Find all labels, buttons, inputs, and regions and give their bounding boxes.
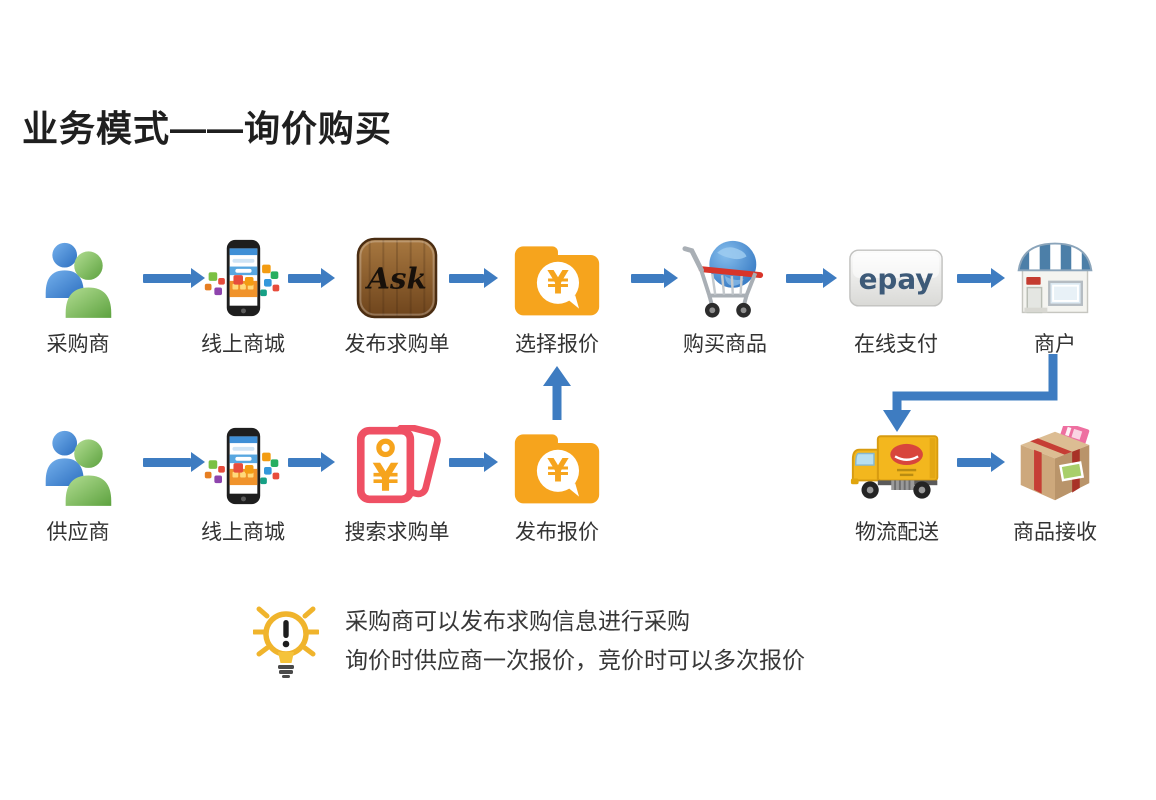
ask-text: Ask <box>364 262 426 296</box>
quote-folder-icon: ¥ <box>511 233 603 323</box>
yen-text: ¥ <box>547 265 569 301</box>
arrow-supplier-to-mall <box>143 452 205 472</box>
arrow-mall-to-ask <box>288 268 335 288</box>
yen-text: ¥ <box>372 456 399 500</box>
phone-mall-icon <box>201 233 285 323</box>
flow-node-post-quote: ¥ 发布报价 <box>487 421 627 546</box>
flow-node-online-mall-1: 线上商城 <box>173 233 313 358</box>
node-label: 发布报价 <box>515 520 599 544</box>
arrow-select-to-buy <box>631 268 678 288</box>
flow-node-select-quote: ¥ 选择报价 <box>487 233 627 358</box>
flow-node-merchant: 商户 <box>985 233 1125 358</box>
node-label: 发布求购单 <box>344 332 450 356</box>
buyers-icon <box>40 233 116 323</box>
delivery-truck-icon <box>849 421 945 511</box>
flow-node-online-pay: epay 在线支付 <box>826 233 966 358</box>
arrow-quote-up <box>543 366 571 420</box>
note-line-2: 询价时供应商一次报价，竞价时可以多次报价 <box>345 647 805 673</box>
flow-node-buyer: 采购商 <box>8 233 148 358</box>
node-label: 购买商品 <box>683 332 767 356</box>
ask-app-icon: Ask <box>356 233 438 323</box>
flow-node-buy-goods: 购买商品 <box>655 233 795 358</box>
flow-node-supplier: 供应商 <box>8 421 148 546</box>
node-label: 采购商 <box>46 332 110 356</box>
cart-globe-icon <box>682 233 768 323</box>
arrow-ask-to-select <box>449 268 498 288</box>
arrow-pay-to-merchant <box>957 268 1005 288</box>
epay-button-icon: epay <box>848 233 944 323</box>
lightbulb-icon <box>253 606 319 678</box>
node-label: 选择报价 <box>515 332 599 356</box>
storefront-icon <box>1011 233 1099 323</box>
arrow-merchant-to-logistics <box>883 354 1058 432</box>
node-label: 线上商城 <box>201 332 285 356</box>
flow-node-post-request: Ask 发布求购单 <box>322 233 472 358</box>
page-title: 业务模式——询价购买 <box>22 108 393 149</box>
node-label: 供应商 <box>46 520 110 544</box>
flow-node-receive-goods: 商品接收 <box>985 421 1125 546</box>
package-box-icon <box>1013 421 1097 511</box>
flow-node-search-request: ¥ 搜索求购单 <box>322 421 472 546</box>
node-label: 商户 <box>1034 332 1076 356</box>
node-label: 线上商城 <box>201 520 285 544</box>
note-block: 采购商可以发布求购信息进行采购 询价时供应商一次报价，竞价时可以多次报价 <box>345 602 805 680</box>
flow-node-online-mall-2: 线上商城 <box>173 421 313 546</box>
node-label: 商品接收 <box>1013 520 1097 544</box>
node-label: 搜索求购单 <box>344 520 450 544</box>
phone-mall-icon <box>201 421 285 511</box>
buyers-icon <box>40 421 116 511</box>
node-label: 在线支付 <box>854 332 938 356</box>
node-label: 物流配送 <box>855 520 939 544</box>
quote-folder-icon: ¥ <box>511 421 603 511</box>
arrow-buy-to-pay <box>786 268 837 288</box>
note-line-1: 采购商可以发布求购信息进行采购 <box>345 608 690 634</box>
epay-text: epay <box>859 263 934 296</box>
yen-text: ¥ <box>547 453 569 489</box>
arrow-search-to-quote <box>449 452 498 472</box>
arrow-mall-to-search <box>288 452 335 472</box>
arrow-truck-to-package <box>957 452 1005 472</box>
price-tags-icon: ¥ <box>353 421 441 511</box>
arrow-buyer-to-mall <box>143 268 205 288</box>
flow-node-logistics: 物流配送 <box>827 421 967 546</box>
